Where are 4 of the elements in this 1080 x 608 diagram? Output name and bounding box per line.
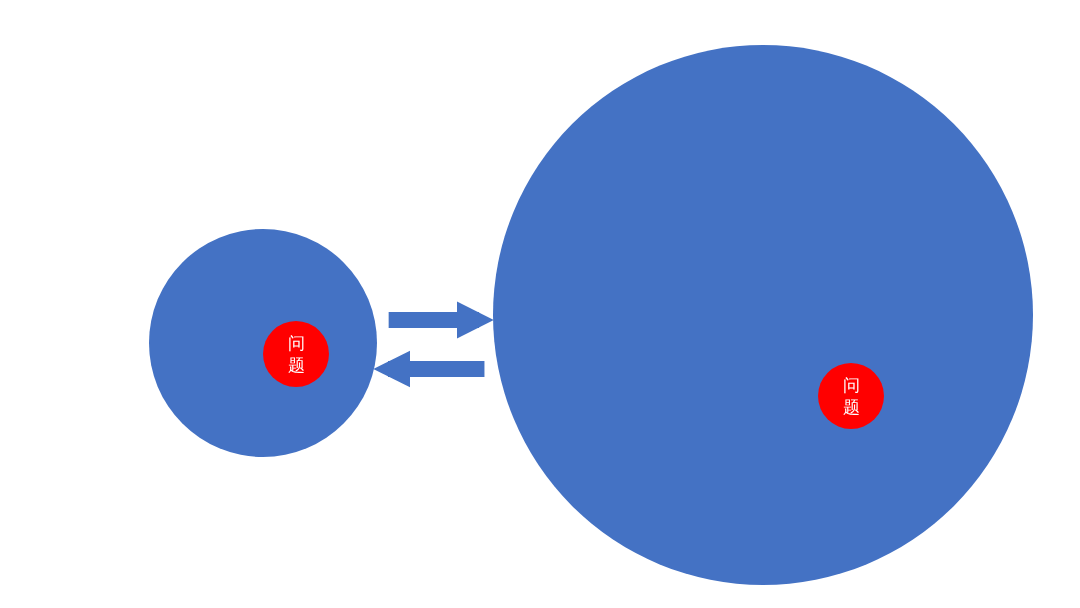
node-label: 问题 [286, 332, 306, 376]
block-arrow [388, 301, 494, 339]
node-label: 问题 [841, 374, 861, 418]
block-arrow [373, 350, 485, 388]
